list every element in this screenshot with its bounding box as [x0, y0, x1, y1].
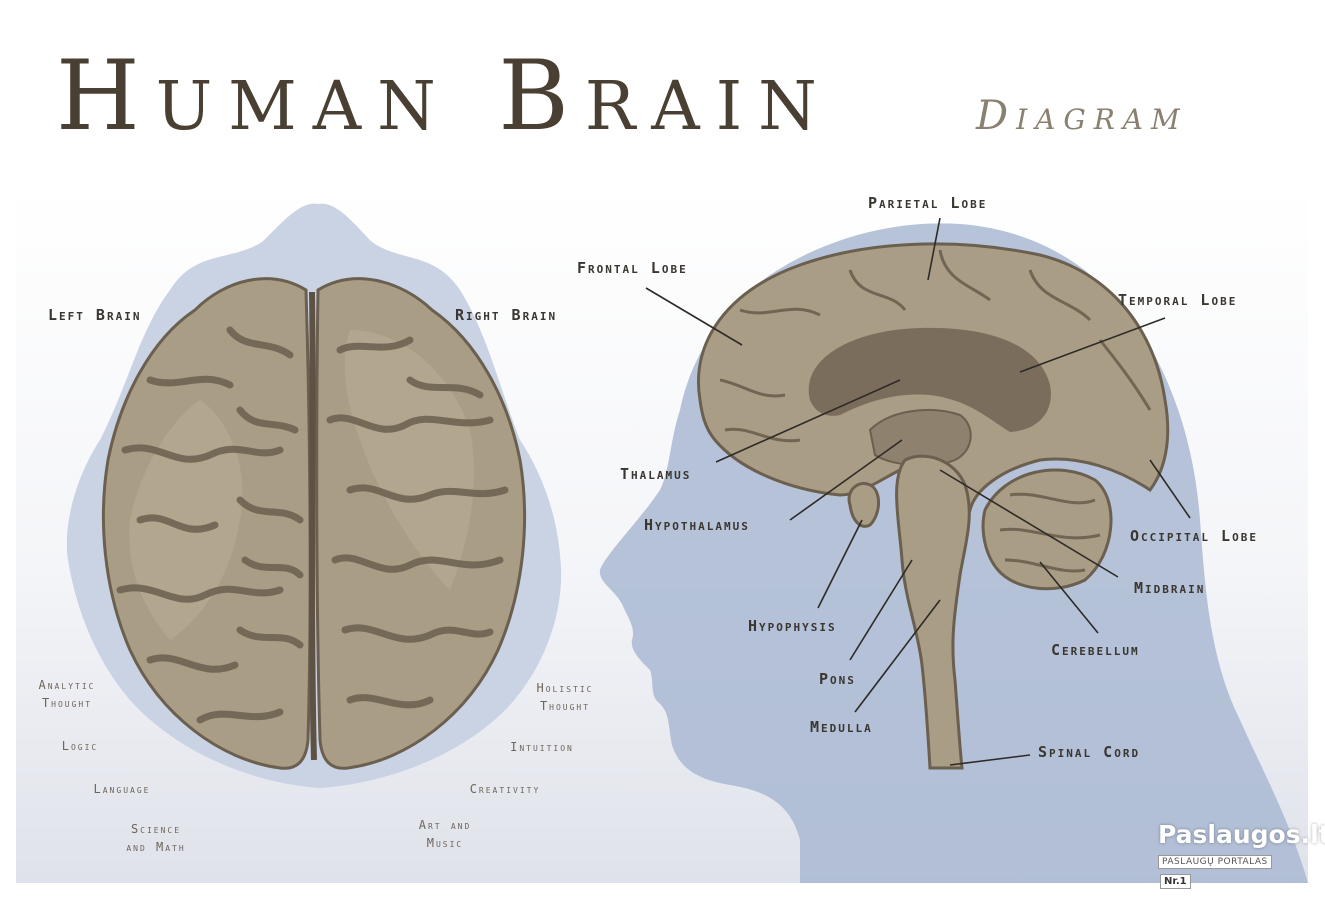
label-medulla: Medulla	[810, 718, 873, 736]
left-shade	[129, 400, 243, 640]
trait-intuition: Intuition	[510, 740, 574, 754]
watermark-tagline: PASLAUGŲ PORTALAS	[1158, 855, 1272, 869]
brainstem	[895, 454, 971, 770]
diagram-title: Human Brain	[56, 40, 833, 152]
label-hypophysis: Hypophysis	[748, 617, 837, 635]
left-brain-label: Left Brain	[48, 306, 142, 324]
leader-lines	[645, 217, 1191, 766]
watermark-logo: Paslaugos.lt PASLAUGŲ PORTALAS Nr.1	[1158, 820, 1325, 889]
label-midbrain: Midbrain	[1134, 579, 1206, 597]
label-spinal-cord: Spinal Cord	[1038, 743, 1141, 761]
watermark-name: Paslaugos.lt	[1158, 820, 1325, 849]
side-view-brain	[697, 242, 1170, 770]
cerebellum-shape	[981, 468, 1113, 591]
trait-creativity: Creativity	[469, 782, 541, 796]
label-parietal-lobe: Parietal Lobe	[868, 194, 988, 212]
top-view-brain	[101, 277, 527, 770]
trait-science-and-math: Science and Math	[126, 822, 186, 854]
trait-holistic-thought: Holistic Thought	[536, 681, 594, 713]
label-pons: Pons	[819, 670, 856, 688]
corpus-callosum	[808, 327, 1051, 432]
right-brain-label: Right Brain	[455, 306, 558, 324]
label-frontal-lobe: Frontal Lobe	[577, 259, 688, 277]
label-temporal-lobe: Temporal Lobe	[1118, 291, 1238, 309]
label-occipital-lobe: Occipital Lobe	[1130, 527, 1258, 545]
label-hypothalamus: Hypothalamus	[644, 516, 750, 534]
diagram-subtitle: Diagram	[976, 93, 1188, 139]
trait-analytic-thought: Analytic Thought	[38, 678, 96, 710]
right-shade	[344, 330, 474, 590]
hypophysis-shape	[847, 481, 880, 528]
watermark-rank: Nr.1	[1160, 874, 1191, 889]
label-cerebellum: Cerebellum	[1051, 641, 1140, 659]
trait-language: Language	[93, 782, 151, 796]
longitudinal-fissure	[309, 291, 317, 761]
label-thalamus: Thalamus	[620, 465, 692, 483]
trait-logic: Logic	[61, 739, 99, 753]
trait-art-and-music: Art and Music	[418, 818, 472, 850]
